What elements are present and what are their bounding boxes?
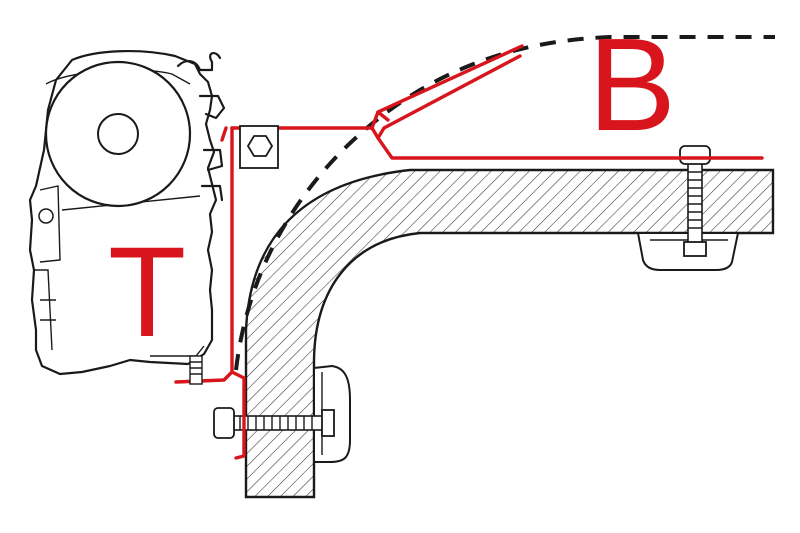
cassette-rail-clips [176, 52, 226, 202]
wall-bolt [213, 407, 335, 439]
vehicle-wall-section [244, 168, 775, 499]
awning-roller [44, 60, 192, 208]
adapter-bracket [174, 44, 764, 460]
label-b: B [588, 11, 676, 158]
cassette-lower-screw [189, 355, 203, 385]
bracket-hex-bolt [239, 125, 279, 169]
label-t: T [108, 221, 186, 364]
